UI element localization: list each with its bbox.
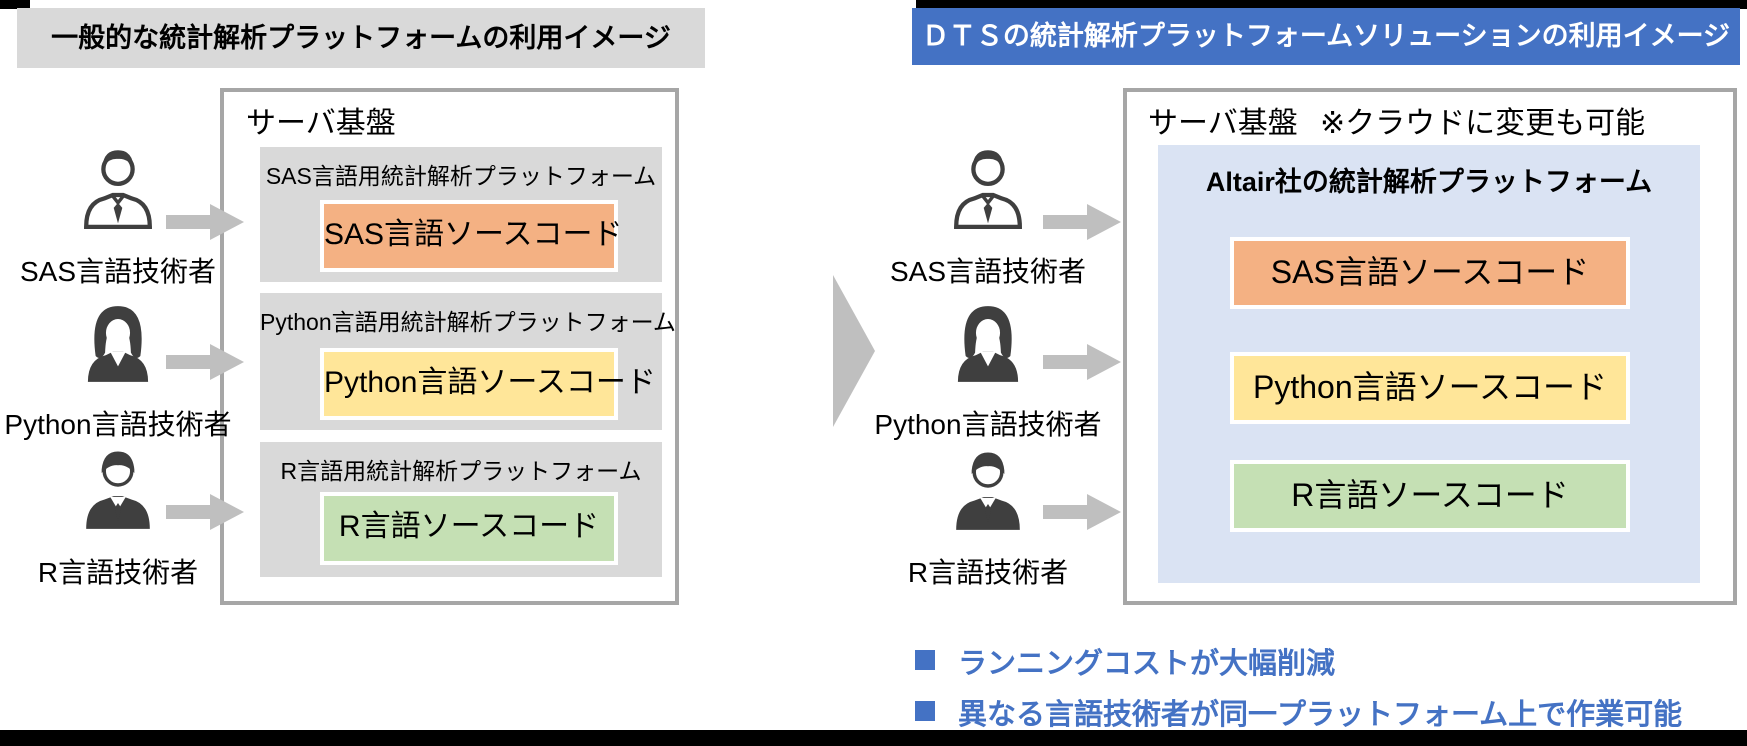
arrow-right-icon — [166, 494, 244, 530]
transition-chevron-icon — [833, 275, 875, 427]
left-r-code-box: R言語ソースコード — [320, 492, 618, 565]
left-platform-python-title: Python言語用統計解析プラットフォーム — [260, 309, 676, 335]
right-panel-header: ＤＴＳの統計解析プラットフォームソリューションの利用イメージ — [912, 8, 1740, 65]
benefit-2-text: 異なる言語技術者が同一プラットフォーム上で作業可能 — [958, 699, 1683, 731]
right-user-sas-label: SAS言語技術者 — [889, 256, 1087, 287]
python-engineer-icon-left — [75, 295, 161, 393]
left-panel-header: 一般的な統計解析プラットフォームの利用イメージ — [17, 8, 705, 68]
arrow-right-icon — [166, 344, 244, 380]
right-sas-code-box: SAS言語ソースコード — [1230, 237, 1630, 309]
benefit-bullet-icon — [915, 650, 935, 670]
altair-platform-title: Altair社の統計解析プラットフォーム — [1205, 167, 1653, 197]
r-engineer-icon-right — [945, 443, 1031, 541]
right-r-code-box: R言語ソースコード — [1230, 460, 1630, 532]
left-user-python-label: Python言語技術者 — [4, 409, 232, 440]
right-user-python-label: Python言語技術者 — [874, 409, 1102, 440]
right-python-code-box: Python言語ソースコード — [1230, 352, 1630, 424]
left-user-sas-label: SAS言語技術者 — [19, 256, 217, 287]
left-server-label: サーバ基盤 — [246, 107, 396, 140]
left-platform-sas-title: SAS言語用統計解析プラットフォーム — [265, 163, 657, 189]
arrow-right-icon — [166, 204, 244, 240]
benefit-1-text: ランニングコストが大幅削減 — [958, 648, 1336, 680]
left-sas-code-box: SAS言語ソースコード — [320, 200, 623, 272]
slide-edge-top-right — [916, 0, 1747, 9]
arrow-right-icon — [1043, 344, 1121, 380]
r-engineer-icon-left — [75, 442, 161, 540]
arrow-right-icon — [1043, 204, 1121, 240]
slide-edge-bottom — [0, 730, 1747, 746]
left-platform-r-title: R言語用統計解析プラットフォーム — [280, 458, 642, 484]
sas-engineer-icon-right — [945, 140, 1031, 238]
sas-engineer-icon-left — [75, 140, 161, 238]
benefit-bullet-icon — [915, 701, 935, 721]
slide-edge-top-left — [0, 0, 30, 9]
python-engineer-icon-right — [945, 295, 1031, 393]
arrow-right-icon — [1043, 494, 1121, 530]
right-user-r-label: R言語技術者 — [907, 557, 1069, 588]
right-server-note: ※クラウドに変更も可能 — [1320, 107, 1646, 140]
left-user-r-label: R言語技術者 — [37, 557, 199, 588]
right-server-label: サーバ基盤 — [1148, 107, 1298, 140]
left-python-code-box: Python言語ソースコード — [320, 348, 656, 420]
